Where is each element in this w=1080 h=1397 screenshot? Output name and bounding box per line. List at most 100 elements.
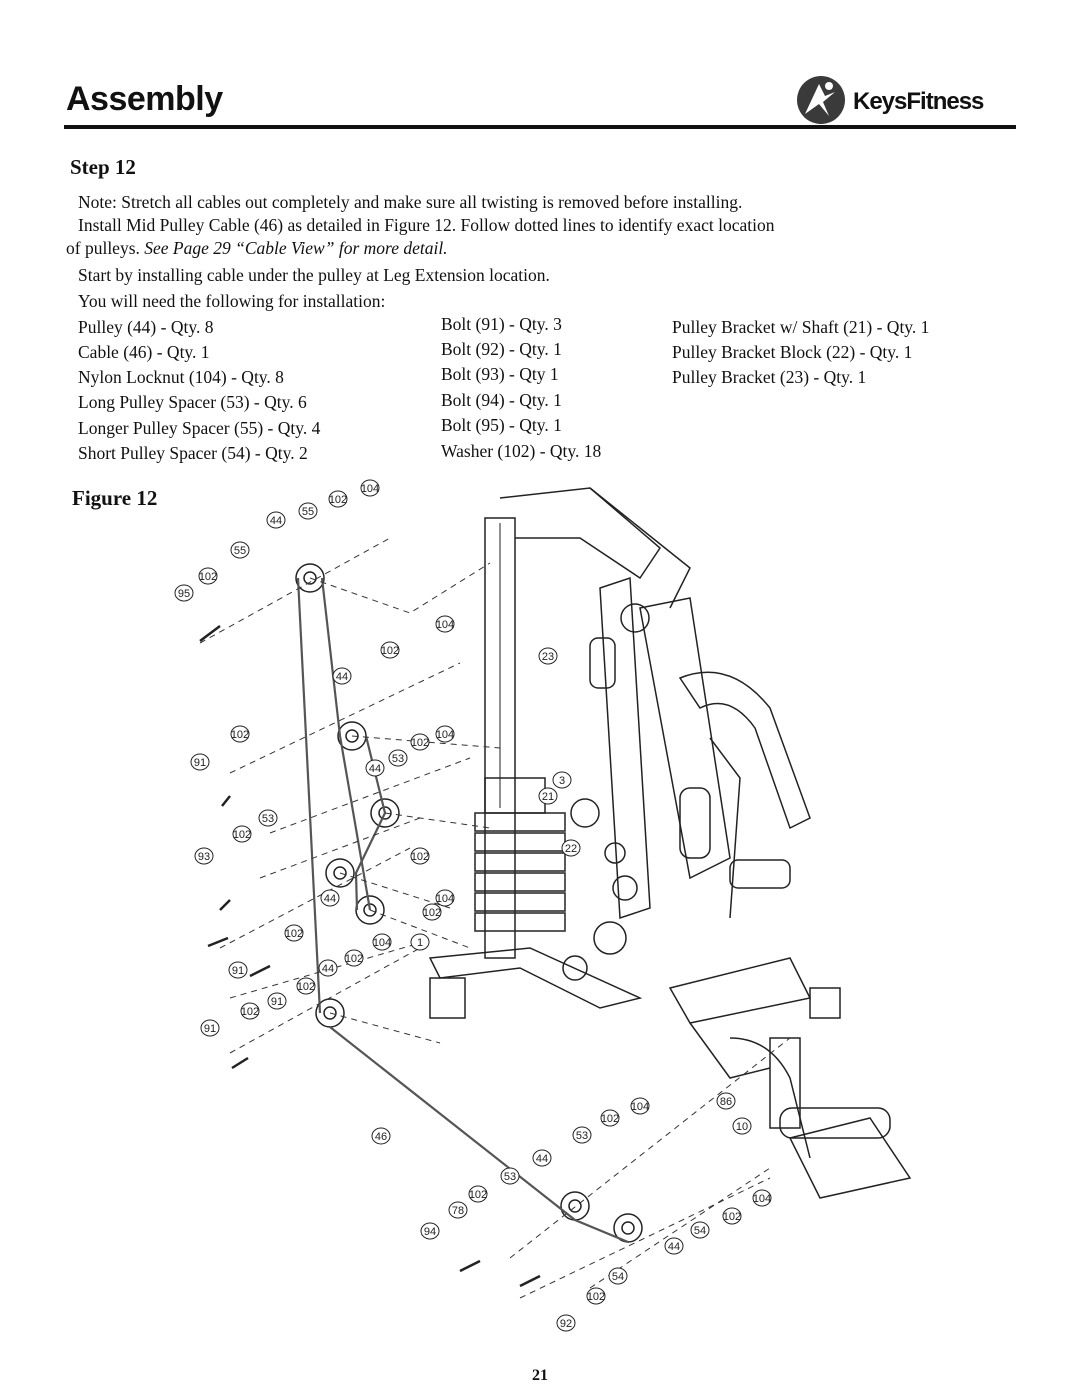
callout-102: 102 — [328, 490, 348, 508]
callout-label: 1 — [417, 937, 423, 949]
callout-46: 46 — [371, 1127, 391, 1145]
machine-frame — [428, 487, 912, 1199]
callout-102: 102 — [586, 1287, 606, 1305]
callout-102: 102 — [284, 924, 304, 942]
callout-102: 102 — [722, 1207, 742, 1225]
callout-22: 22 — [561, 839, 581, 857]
callout-label: 102 — [381, 645, 399, 657]
install-text-line2-plain: of pulleys. — [66, 238, 145, 258]
callout-label: 3 — [559, 775, 565, 787]
callout-102: 102 — [198, 567, 218, 585]
callout-label: 102 — [329, 494, 347, 506]
callout-label: 44 — [536, 1153, 548, 1165]
part-item: Pulley Bracket Block (22) - Qty. 1 — [672, 342, 913, 362]
callout-94: 94 — [420, 1222, 440, 1240]
callout-53: 53 — [258, 809, 278, 827]
part-item: Pulley Bracket (23) - Qty. 1 — [672, 367, 867, 387]
callout-102: 102 — [600, 1109, 620, 1127]
callout-102: 102 — [240, 1002, 260, 1020]
callout-102: 102 — [422, 903, 442, 921]
callout-label: 91 — [232, 965, 244, 977]
callout-104: 104 — [630, 1097, 650, 1115]
callout-label: 102 — [233, 829, 251, 841]
part-item: Short Pulley Spacer (54) - Qty. 2 — [78, 443, 308, 463]
callout-104: 104 — [435, 889, 455, 907]
callout-104: 104 — [372, 933, 392, 951]
callout-label: 54 — [694, 1225, 706, 1237]
callout-44: 44 — [266, 511, 286, 529]
callout-label: 91 — [204, 1023, 216, 1035]
callout-label: 104 — [436, 619, 454, 631]
part-item: Long Pulley Spacer (53) - Qty. 6 — [78, 392, 307, 412]
callout-label: 102 — [423, 907, 441, 919]
part-item: Cable (46) - Qty. 1 — [78, 342, 210, 362]
callout-55: 55 — [230, 541, 250, 559]
part-item: Pulley Bracket w/ Shaft (21) - Qty. 1 — [672, 317, 930, 337]
weight-stack — [474, 777, 566, 932]
callout-95: 95 — [174, 584, 194, 602]
install-text-line2: of pulleys. See Page 29 “Cable View” for… — [66, 238, 448, 259]
callout-label: 23 — [542, 651, 554, 663]
callout-label: 44 — [668, 1241, 680, 1253]
callout-102: 102 — [344, 949, 364, 967]
callout-104: 104 — [360, 479, 380, 497]
part-item: Bolt (92) - Qty. 1 — [441, 339, 562, 359]
callout-44: 44 — [365, 759, 385, 777]
callout-44: 44 — [532, 1149, 552, 1167]
callout-label: 102 — [469, 1189, 487, 1201]
callout-44: 44 — [320, 889, 340, 907]
callout-label: 102 — [411, 851, 429, 863]
callout-93: 93 — [194, 847, 214, 865]
callout-104: 104 — [752, 1189, 772, 1207]
callout-label: 102 — [231, 729, 249, 741]
callout-label: 46 — [375, 1131, 387, 1143]
part-item: Longer Pulley Spacer (55) - Qty. 4 — [78, 418, 321, 438]
callout-53: 53 — [388, 749, 408, 767]
callout-label: 55 — [302, 506, 314, 518]
callout-44: 44 — [332, 667, 352, 685]
callout-21: 21 — [538, 787, 558, 805]
callout-label: 102 — [345, 953, 363, 965]
callout-label: 102 — [723, 1211, 741, 1223]
callout-label: 44 — [322, 963, 334, 975]
page-number: 21 — [532, 1367, 548, 1384]
callout-label: 102 — [411, 737, 429, 749]
callout-label: 10 — [736, 1121, 748, 1133]
callout-label: 102 — [601, 1113, 619, 1125]
callout-label: 102 — [241, 1006, 259, 1018]
header-rule — [64, 125, 1016, 129]
callout-label: 104 — [436, 893, 454, 905]
callout-1: 1 — [410, 933, 430, 951]
callout-label: 102 — [297, 981, 315, 993]
part-item: Bolt (95) - Qty. 1 — [441, 415, 562, 435]
page-title: Assembly — [66, 80, 223, 118]
callout-label: 44 — [270, 515, 282, 527]
callout-102: 102 — [410, 847, 430, 865]
callout-54: 54 — [608, 1267, 628, 1285]
callout-102: 102 — [410, 733, 430, 751]
callout-label: 91 — [194, 757, 206, 769]
callout-label: 102 — [285, 928, 303, 940]
callout-label: 95 — [178, 588, 190, 600]
part-item: Pulley (44) - Qty. 8 — [78, 317, 214, 337]
callout-label: 91 — [271, 996, 283, 1008]
callout-label: 53 — [262, 813, 274, 825]
callout-91: 91 — [267, 992, 287, 1010]
callout-label: 53 — [392, 753, 404, 765]
callout-44: 44 — [318, 959, 338, 977]
callout-label: 94 — [424, 1226, 436, 1238]
brand-name: KeysFitness — [853, 88, 984, 115]
callout-102: 102 — [230, 725, 250, 743]
mid-pulley-cable — [296, 577, 629, 1244]
callout-54: 54 — [690, 1221, 710, 1239]
callout-78: 78 — [448, 1201, 468, 1219]
callout-label: 86 — [720, 1096, 732, 1108]
callout-102: 102 — [232, 825, 252, 843]
callout-91: 91 — [228, 961, 248, 979]
callout-23: 23 — [538, 647, 558, 665]
part-item: Bolt (93) - Qty 1 — [441, 364, 559, 384]
callout-86: 86 — [716, 1092, 736, 1110]
install-text-line1: Install Mid Pulley Cable (46) as detaile… — [78, 215, 775, 235]
